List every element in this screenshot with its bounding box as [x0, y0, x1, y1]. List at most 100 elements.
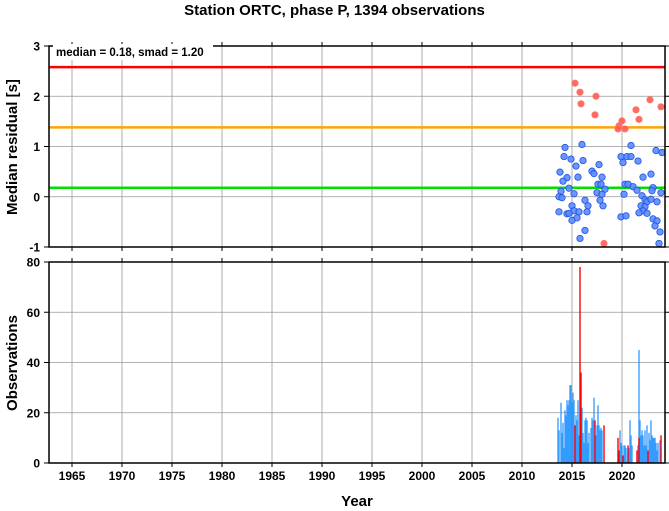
bar-outlier: [636, 450, 638, 463]
bar-normal: [646, 425, 648, 463]
data-point-residuals: [565, 184, 573, 192]
y-tick-label: 20: [27, 406, 41, 420]
x-tick-label: 1980: [209, 469, 236, 483]
data-point-residuals: [598, 173, 606, 181]
data-point-residuals: [647, 170, 655, 178]
bar-normal: [593, 397, 595, 463]
x-tick-label: 1975: [159, 469, 186, 483]
bar-normal: [623, 445, 625, 463]
data-point-residuals: [567, 155, 575, 163]
data-point-outliers: [591, 111, 599, 119]
data-point-residuals: [578, 140, 586, 149]
bar-outlier: [603, 425, 605, 463]
bar-normal: [624, 445, 626, 463]
bar-normal: [620, 442, 622, 463]
bar-normal: [587, 442, 589, 463]
data-point-residuals: [570, 190, 578, 198]
bar-outlier: [627, 445, 629, 463]
x-tick-label: 2000: [409, 469, 436, 483]
bar-outlier: [574, 425, 576, 463]
bar-normal: [577, 400, 579, 463]
data-point-outliers: [621, 125, 629, 133]
x-tick-label: 2015: [559, 469, 586, 483]
data-point-outliers: [592, 92, 600, 100]
bar-normal: [585, 417, 587, 463]
bar-normal: [565, 415, 567, 463]
bar-normal: [576, 420, 578, 463]
bar-normal: [643, 445, 645, 463]
plot-frame: [48, 45, 666, 248]
bar-normal: [568, 400, 570, 463]
bar-normal: [596, 425, 598, 463]
bar-normal: [599, 430, 601, 463]
data-point-residuals: [574, 173, 582, 181]
bar-normal: [628, 447, 630, 463]
data-point-residuals: [583, 208, 591, 216]
data-point-residuals: [643, 209, 651, 217]
bar-normal: [656, 450, 658, 463]
bar-normal: [600, 427, 602, 463]
data-point-residuals: [576, 234, 584, 243]
data-point-residuals: [579, 156, 587, 165]
y-tick-label: 0: [33, 190, 40, 204]
x-tick-label: 2010: [509, 469, 536, 483]
bar-normal: [583, 442, 585, 463]
bar-normal: [597, 405, 599, 463]
data-point-outliers: [614, 125, 622, 133]
bar-normal: [581, 407, 583, 463]
x-tick-label: 1995: [359, 469, 386, 483]
bar-normal: [590, 427, 592, 463]
data-point-outliers: [600, 239, 608, 248]
data-point-residuals: [633, 186, 641, 194]
bar-outlier: [594, 420, 596, 463]
x-tick-label: 1990: [309, 469, 336, 483]
data-point-residuals: [653, 198, 661, 206]
y-axis-label-observations: Observations: [4, 315, 21, 411]
bar-normal: [564, 410, 566, 463]
data-point-residuals: [596, 196, 604, 204]
x-tick-label: 2020: [609, 469, 636, 483]
y-tick-label: 3: [33, 40, 40, 54]
bar-outlier: [638, 437, 640, 463]
bar-normal: [578, 435, 580, 463]
data-point-residuals: [648, 187, 656, 195]
bar-outlier: [580, 372, 582, 463]
bar-outlier: [618, 450, 620, 463]
bar-normal: [572, 392, 574, 463]
data-point-residuals: [658, 148, 666, 157]
data-point-residuals: [584, 202, 592, 210]
bar-normal: [566, 400, 568, 463]
bar-outlier: [617, 437, 619, 463]
bar-normal: [598, 425, 600, 463]
bar-outlier: [579, 267, 581, 463]
x-axis-label: Year: [341, 493, 373, 510]
bar-normal: [645, 445, 647, 463]
data-point-residuals: [657, 189, 665, 197]
data-point-residuals: [581, 226, 589, 235]
bar-normal: [571, 402, 573, 463]
data-point-residuals: [555, 208, 563, 216]
bar-normal: [659, 440, 661, 463]
bar-outlier: [660, 435, 662, 463]
data-point-residuals: [647, 195, 655, 203]
data-point-residuals: [634, 157, 642, 165]
bar-normal: [650, 420, 652, 463]
data-point-residuals: [622, 212, 630, 220]
bar-normal: [637, 445, 639, 463]
data-point-residuals: [559, 177, 567, 185]
bar-normal: [630, 435, 632, 463]
data-point-residuals: [590, 170, 598, 178]
bar-normal: [619, 430, 621, 463]
data-point-residuals: [617, 152, 625, 161]
data-point-residuals: [556, 168, 564, 176]
bar-normal: [562, 422, 564, 463]
data-point-outliers: [635, 115, 643, 123]
data-point-residuals: [619, 158, 627, 167]
bar-normal: [567, 405, 569, 463]
data-point-residuals: [635, 209, 643, 217]
data-point-residuals: [651, 222, 659, 230]
bar-outlier: [622, 455, 624, 463]
bar-normal: [642, 435, 644, 463]
bar-normal: [644, 430, 646, 463]
data-point-residuals: [560, 152, 568, 161]
